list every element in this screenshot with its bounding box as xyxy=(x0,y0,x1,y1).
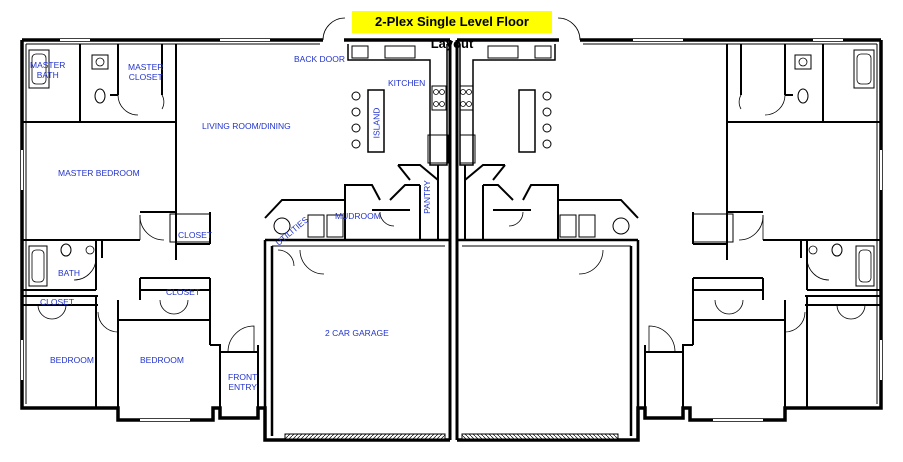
kitchen-counter xyxy=(347,44,448,166)
label-pantry: PANTRY xyxy=(421,180,432,214)
label-back-door: BACK DOOR xyxy=(294,54,346,64)
party-wall xyxy=(448,40,459,440)
master-toilet xyxy=(94,88,106,104)
label-bedroom-1: BEDROOM xyxy=(50,355,94,365)
water-heater xyxy=(273,217,291,235)
label-bath: BATH xyxy=(58,268,81,278)
left-unit xyxy=(20,17,459,442)
label-front-entry: FRONT ENTRY xyxy=(228,372,258,392)
bath-wall xyxy=(22,240,103,291)
front-entry-wall xyxy=(210,344,259,408)
range xyxy=(431,85,447,111)
right-unit xyxy=(457,17,883,442)
label-garage: 2 CAR GARAGE xyxy=(325,328,389,338)
back-door xyxy=(322,17,346,41)
master-bath-wall xyxy=(22,44,177,123)
master-tub xyxy=(28,49,50,89)
label-closet-master: CLOSET xyxy=(178,230,213,240)
label-master-closet: MASTER CLOSET xyxy=(128,62,164,82)
label-kitchen: KITCHEN xyxy=(388,78,426,88)
label-island: ISLAND xyxy=(371,107,382,139)
fridge xyxy=(427,134,449,164)
label-mudroom: MUDROOM xyxy=(335,211,381,221)
label-living-dining: LIVING ROOM/DINING xyxy=(202,121,291,131)
label-master-bedroom: MASTER BEDROOM xyxy=(58,168,140,178)
label-bedroom-2: BEDROOM xyxy=(140,355,184,365)
island-counter xyxy=(367,89,385,153)
plan-title: 2-Plex Single Level Floor Layout xyxy=(352,11,552,51)
label-master-bath: MASTER BATH xyxy=(30,60,66,80)
garage-wall xyxy=(263,238,450,440)
label-closet-right: CLOSET xyxy=(166,287,201,297)
label-closet-left: CLOSET xyxy=(40,297,75,307)
garage-door xyxy=(284,433,446,440)
bath-tub xyxy=(28,245,48,287)
